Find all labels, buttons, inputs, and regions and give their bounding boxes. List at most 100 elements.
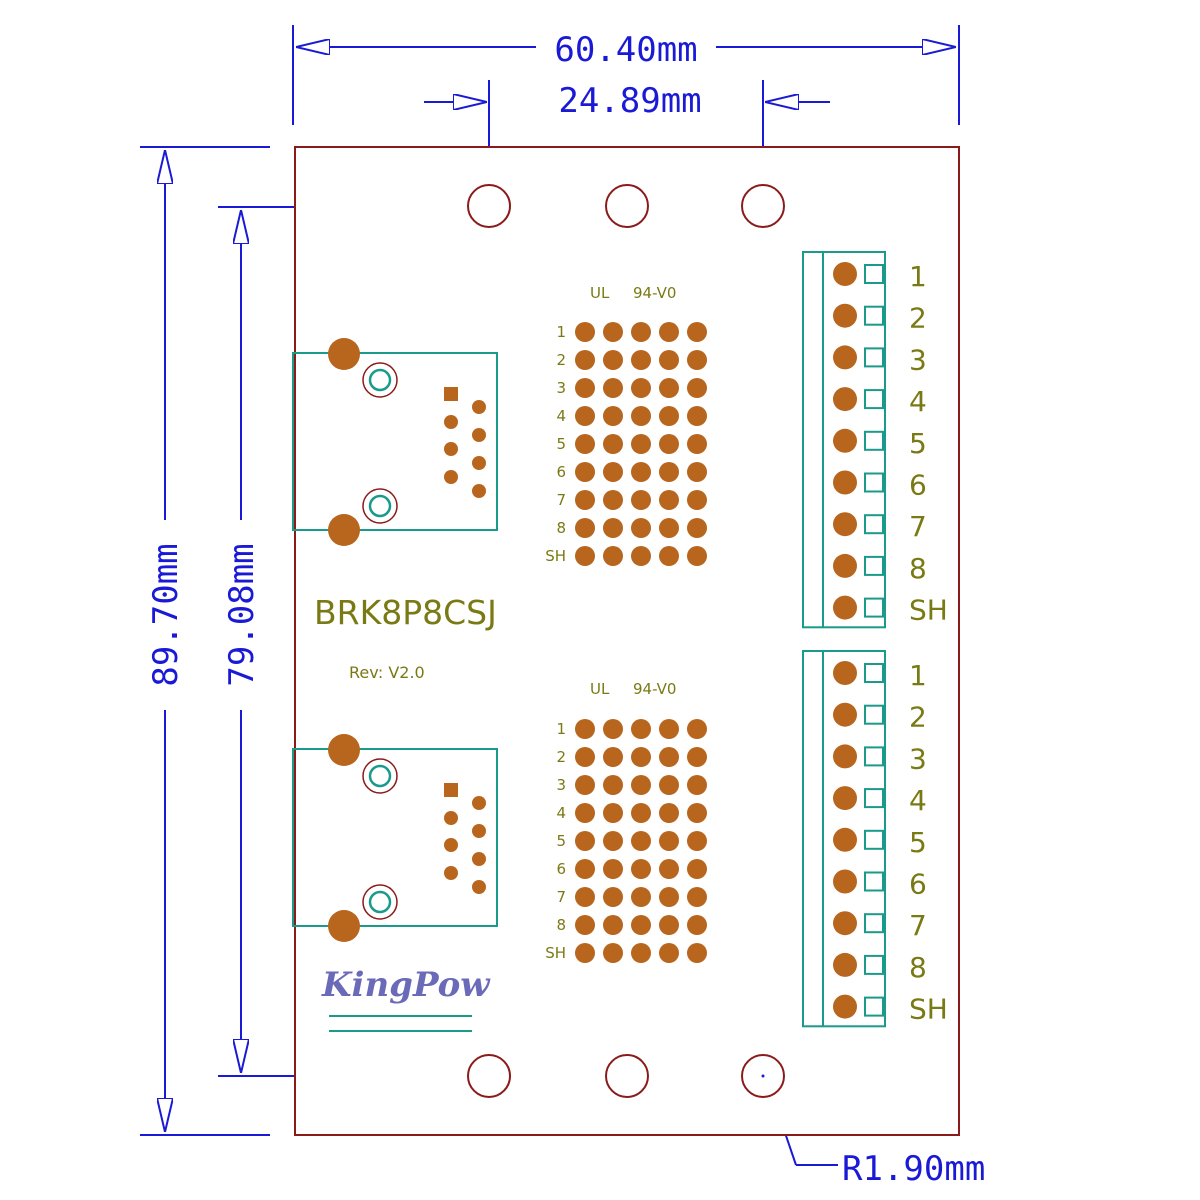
locating-hole	[362, 758, 398, 794]
grid-row-label: 8	[556, 519, 566, 537]
grid-pad	[659, 719, 679, 739]
jack-pin	[472, 796, 486, 810]
rj45-outline	[292, 748, 498, 927]
grid-pad	[631, 747, 651, 767]
grid-pad	[603, 462, 623, 482]
terminal-pad	[833, 428, 857, 453]
grid-pad	[603, 915, 623, 935]
grid-pad	[575, 462, 595, 482]
grid-pad	[659, 322, 679, 342]
terminal-pad	[833, 345, 857, 370]
grid-pad	[687, 546, 707, 566]
terminal-label: 5	[909, 427, 927, 460]
locating-hole	[362, 488, 398, 524]
terminal-pad	[833, 470, 857, 495]
grid-pad	[687, 943, 707, 963]
part-number: BRK8P8CSJ	[314, 593, 497, 632]
terminal-pad	[833, 702, 857, 727]
terminal-screw	[864, 430, 884, 451]
grid-pad	[659, 775, 679, 795]
grid-row-label: 4	[556, 407, 566, 425]
terminal-screw	[864, 305, 884, 326]
grid-pad	[631, 859, 651, 879]
terminal-pad	[833, 595, 857, 620]
terminal-screw	[864, 746, 884, 767]
terminal-label: 8	[909, 951, 927, 984]
grid-pad	[575, 406, 595, 426]
grid-pad	[603, 434, 623, 454]
shield-pad	[328, 910, 360, 942]
grid-row-label: SH	[545, 944, 566, 962]
grid-pad	[603, 490, 623, 510]
grid-pad	[659, 887, 679, 907]
hole-vertical-spacing-label: 79.08mm	[222, 543, 262, 686]
grid-pad	[575, 719, 595, 739]
grid-pad	[659, 747, 679, 767]
grid-pad	[659, 406, 679, 426]
terminal-label: 4	[909, 385, 927, 418]
hole-center-dot	[761, 1074, 765, 1078]
grid-pad	[575, 518, 595, 538]
locating-hole	[362, 884, 398, 920]
terminal-screw	[864, 663, 884, 683]
grid-pad	[687, 803, 707, 823]
terminal-label: 1	[909, 659, 927, 692]
terminal-pad	[833, 303, 857, 328]
terminal-pad	[833, 661, 857, 685]
jack-pin	[472, 852, 486, 866]
grid-pad	[603, 943, 623, 963]
grid-pad	[687, 378, 707, 398]
grid-pad	[687, 350, 707, 370]
grid-row-label: 7	[556, 491, 566, 509]
grid-pad	[687, 322, 707, 342]
grid-pad	[575, 887, 595, 907]
grid-pad	[575, 803, 595, 823]
jack-pin	[472, 428, 486, 442]
grid-row-label: 2	[556, 351, 566, 369]
revision-label: Rev: V2.0	[349, 663, 425, 682]
terminal-outline	[802, 650, 886, 1028]
locating-hole	[362, 362, 398, 398]
grid-pad	[575, 546, 595, 566]
grid-pad	[687, 887, 707, 907]
terminal-screw	[864, 954, 884, 975]
jack-pin	[472, 824, 486, 838]
grid-pad	[575, 859, 595, 879]
shield-pad	[328, 514, 360, 546]
grid-pad	[659, 350, 679, 370]
grid-pad	[603, 350, 623, 370]
grid-pad	[575, 434, 595, 454]
board-height-label: 89.70mm	[146, 543, 186, 686]
terminal-label: 6	[909, 469, 927, 502]
jack-pin	[444, 415, 458, 429]
terminal-screw	[864, 555, 884, 576]
grid-label-ul: UL	[590, 284, 610, 302]
terminal-pad	[833, 827, 857, 852]
grid-pad	[631, 378, 651, 398]
mounting-hole	[467, 1054, 511, 1098]
grid-pad	[631, 406, 651, 426]
grid-pad	[687, 747, 707, 767]
grid-pad	[659, 434, 679, 454]
grid-row-label: 1	[556, 323, 566, 341]
grid-row-label: SH	[545, 547, 566, 565]
terminal-pad	[833, 786, 857, 811]
mounting-hole	[605, 184, 649, 228]
grid-row-label: 5	[556, 832, 566, 850]
grid-pad	[603, 859, 623, 879]
terminal-pad	[833, 387, 857, 412]
grid-pad	[631, 775, 651, 795]
grid-pad	[659, 803, 679, 823]
terminal-screw	[864, 829, 884, 850]
terminal-screw	[864, 704, 884, 725]
grid-pad	[575, 831, 595, 851]
grid-pad	[603, 322, 623, 342]
jack-pin	[472, 484, 486, 498]
grid-pad	[631, 943, 651, 963]
grid-row-label: 6	[556, 860, 566, 878]
pin1-square-pad	[444, 783, 458, 797]
terminal-label: 2	[909, 302, 927, 335]
